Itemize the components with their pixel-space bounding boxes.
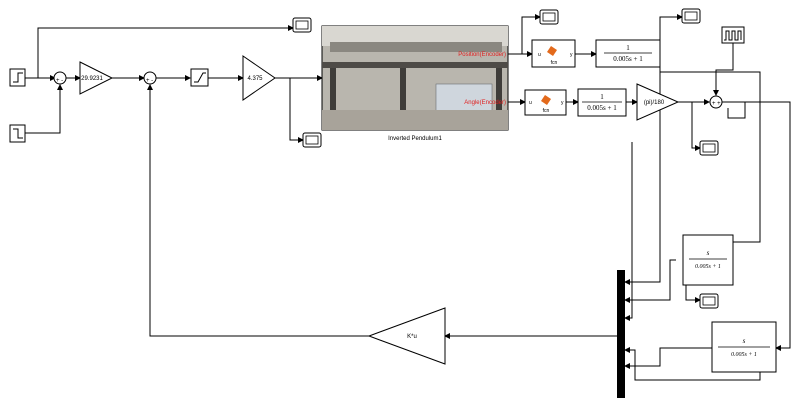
- scope-block-position[interactable]: [539, 9, 559, 25]
- gain-value-4: K*u: [407, 334, 417, 340]
- scope-icon: [302, 132, 322, 148]
- dtf1-denominator: 0.005s + 1: [695, 264, 721, 270]
- plant-photo-leg-left: [330, 68, 336, 126]
- gain-value-2: 4.375: [247, 76, 263, 82]
- fcn1-label: fcn: [551, 60, 558, 66]
- plant-output-label-2: Angle(Encoder): [464, 100, 506, 106]
- tf2-denominator: 0.005s + 1: [587, 104, 617, 112]
- matlab-logo-icon-2: [541, 95, 551, 105]
- matlab-fcn-block-2[interactable]: u y fcn: [524, 89, 567, 116]
- scope-block-top[interactable]: [292, 17, 312, 33]
- plant-photo-leg-mid: [400, 68, 406, 126]
- inverted-pendulum-plant-block[interactable]: Position(Encoder) Angle(Encoder) Inverte…: [321, 25, 509, 142]
- plant-photo-wall: [322, 26, 508, 46]
- fcn2-label: fcn: [543, 108, 550, 114]
- gain-block-2[interactable]: 4.375: [242, 55, 276, 101]
- gain-block-4[interactable]: K*u: [367, 307, 446, 365]
- scope-icon: [539, 9, 559, 25]
- scope-block-control[interactable]: [302, 132, 322, 148]
- scope-block-position-filtered[interactable]: [681, 8, 701, 24]
- fcn1-out-port: y: [570, 52, 573, 58]
- tf1-denominator: 0.005s + 1: [613, 55, 643, 63]
- gain-block-3[interactable]: (pi)/180: [636, 83, 680, 121]
- dtf2-numerator: s: [743, 337, 746, 345]
- transfer-fcn-block-2[interactable]: 1 0.005s + 1: [577, 88, 627, 117]
- step-down-icon: [13, 128, 23, 139]
- sum-block-3[interactable]: + +: [709, 95, 723, 109]
- fcn2-out-port: y: [561, 100, 564, 106]
- matlab-fcn-block-1[interactable]: u y fcn: [531, 39, 576, 68]
- plant-photo-driver-box: [435, 83, 493, 113]
- saturation-icon: [194, 72, 206, 83]
- scope-icon: [699, 140, 719, 156]
- gain-value-1: 29.9231: [81, 76, 103, 82]
- plant-photo-track: [322, 62, 508, 68]
- step-source-block-2[interactable]: [9, 124, 26, 143]
- gain-block-1[interactable]: 29.9231: [79, 61, 114, 95]
- step-source-block[interactable]: [9, 68, 26, 87]
- saturation-block[interactable]: [190, 68, 209, 87]
- transfer-fcn-block-1[interactable]: 1 0.005s + 1: [595, 39, 661, 68]
- sum-block-2[interactable]: + -: [143, 71, 157, 85]
- sum-signs-1: + -: [56, 78, 63, 84]
- scope-icon: [292, 17, 312, 33]
- scope-block-derivative[interactable]: [699, 293, 719, 309]
- derivative-tf-block-2[interactable]: s 0.005s + 1: [711, 321, 777, 373]
- step-icon: [13, 72, 23, 83]
- fcn1-in-port: u: [538, 52, 541, 58]
- plant-photo-leg-right: [496, 68, 502, 126]
- fcn2-in-port: u: [529, 100, 532, 106]
- plant-photo-rail: [330, 42, 502, 52]
- matlab-logo-icon: [547, 46, 557, 56]
- scope-icon: [699, 293, 719, 309]
- plant-output-label-1: Position(Encoder): [458, 52, 506, 58]
- gain-value-3: (pi)/180: [644, 100, 665, 106]
- sum-signs-2: + -: [146, 78, 153, 84]
- tf1-numerator: 1: [626, 44, 630, 52]
- dtf1-numerator: s: [707, 249, 710, 257]
- scope-block-angle[interactable]: [699, 140, 719, 156]
- sum-block-1[interactable]: + -: [53, 71, 67, 85]
- plant-title: Inverted Pendulum1: [388, 136, 442, 142]
- sum-signs-3: + +: [712, 101, 721, 107]
- scope-icon: [681, 8, 701, 24]
- pulse-icon: [724, 30, 742, 41]
- mux-block[interactable]: [617, 270, 625, 398]
- derivative-tf-block-1[interactable]: s 0.005s + 1: [682, 234, 734, 286]
- dtf2-denominator: 0.005s + 1: [731, 352, 757, 358]
- pulse-generator-block[interactable]: [721, 26, 745, 44]
- plant-photo-floor: [322, 110, 508, 130]
- signal-wires: [25, 14, 791, 381]
- tf2-numerator: 1: [600, 93, 604, 101]
